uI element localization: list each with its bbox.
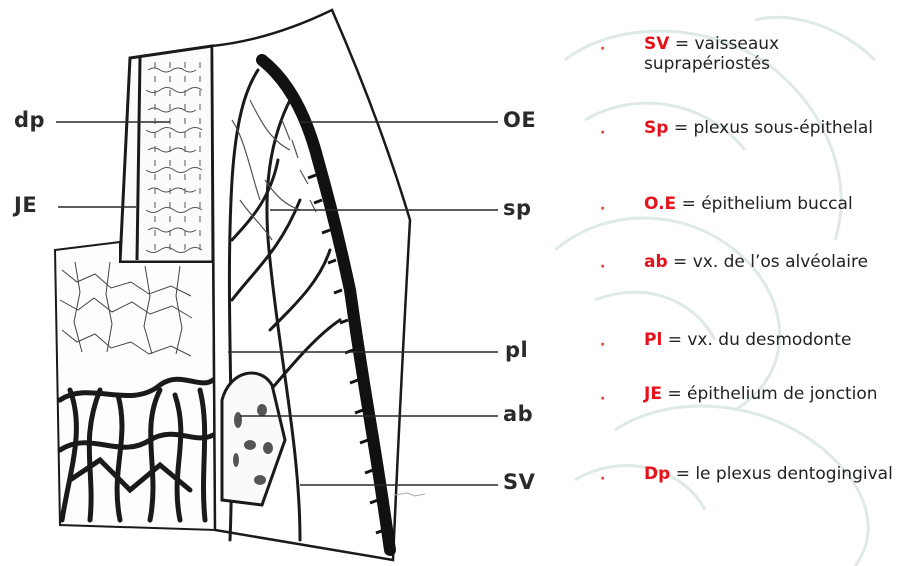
legend-item: · Pl = vx. du desmodonte [600, 330, 900, 350]
legend-abbr: SV [644, 34, 669, 54]
label-sp: sp [503, 196, 532, 220]
legend-abbr: Dp [644, 464, 670, 484]
legend-abbr: Sp [644, 118, 668, 138]
legend-desc: = épithelium de jonction [667, 384, 877, 404]
bullet-icon: · [600, 123, 605, 143]
label-sv: SV [503, 470, 535, 494]
legend-abbr: ab [644, 252, 668, 272]
legend-abbr: Pl [644, 330, 662, 350]
legend-abbr: O.E [644, 194, 676, 214]
legend-desc: = plexus sous-épithelal [674, 118, 873, 138]
legend-desc: = le plexus dentogingival [676, 464, 893, 484]
tooth-dentin-block [120, 46, 213, 262]
label-oe: OE [503, 108, 536, 132]
legend-item: · Sp = plexus sous-épithelal [600, 118, 900, 138]
bullet-icon: · [600, 199, 605, 219]
bullet-icon: · [600, 469, 605, 489]
label-dp: dp [14, 108, 45, 132]
bullet-icon: · [600, 389, 605, 409]
legend-item: · ab = vx. de l’os alvéolaire [600, 252, 900, 272]
legend-item: · SV = vaisseaux suprapériostés [600, 34, 900, 74]
label-je: JE [14, 193, 37, 217]
bullet-icon: · [600, 39, 605, 59]
legend-item: · Dp = le plexus dentogingival [600, 464, 900, 484]
label-ab: ab [503, 402, 533, 426]
legend-desc: = vx. de l’os alvéolaire [673, 252, 868, 272]
alveolar-bone-block [55, 242, 215, 530]
legend-item: · O.E = épithelium buccal [600, 194, 900, 214]
gingiva-vascular-diagram [0, 0, 560, 566]
bullet-icon: · [600, 335, 605, 355]
legend-desc: = épithelium buccal [682, 194, 853, 214]
label-pl: pl [505, 338, 528, 362]
gingiva-tissue [212, 10, 425, 560]
legend-desc: = vx. du desmodonte [668, 330, 852, 350]
legend-item: · JE = épithelium de jonction [600, 384, 900, 404]
legend-abbr: JE [644, 384, 662, 404]
bullet-icon: · [600, 257, 605, 277]
